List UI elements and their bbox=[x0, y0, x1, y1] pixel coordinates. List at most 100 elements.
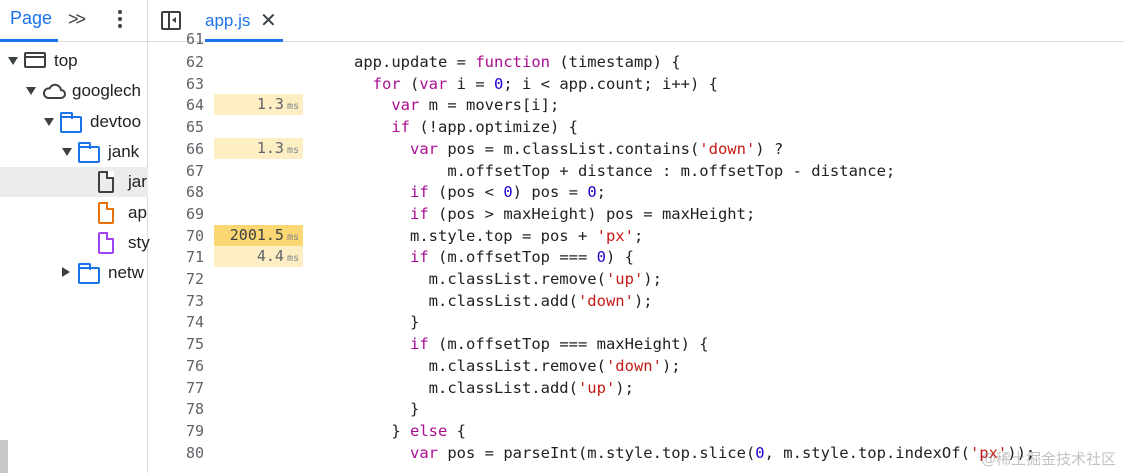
code-token: } bbox=[354, 421, 410, 440]
code-text[interactable]: if (!app.optimize) { bbox=[354, 118, 578, 136]
line-number[interactable]: 80 bbox=[185, 443, 204, 462]
code-token: var bbox=[410, 139, 438, 158]
code-text[interactable]: m.style.top = pos + 'px'; bbox=[354, 227, 643, 245]
tree-item[interactable]: netw bbox=[0, 258, 148, 288]
tab-page[interactable]: Page bbox=[10, 8, 53, 28]
code-text[interactable]: m.classList.remove('down'); bbox=[354, 357, 681, 375]
tree-item[interactable]: devtoo bbox=[0, 107, 148, 137]
line-timing-unit: ms bbox=[286, 101, 299, 113]
code-text[interactable]: m.classList.remove('up'); bbox=[354, 270, 662, 288]
line-number[interactable]: 68 bbox=[185, 183, 204, 202]
document-icon bbox=[98, 171, 114, 193]
line-number[interactable]: 78 bbox=[185, 400, 204, 419]
code-token bbox=[354, 183, 410, 201]
code-text[interactable]: if (m.offsetTop === 0) { bbox=[354, 248, 634, 266]
tree-item[interactable]: googlech bbox=[0, 76, 148, 106]
code-text[interactable]: var m = movers[i]; bbox=[354, 96, 559, 114]
code-token: , m.style.top.indexOf( bbox=[764, 443, 970, 462]
code-token: var bbox=[391, 96, 420, 115]
more-tabs-chevron-icon[interactable]: >> bbox=[68, 9, 86, 29]
code-token: 'up' bbox=[577, 378, 616, 397]
stylesheet-file-icon bbox=[98, 232, 114, 254]
tree-item-label: devtoo bbox=[90, 112, 142, 131]
line-number[interactable]: 73 bbox=[185, 291, 204, 310]
code-token bbox=[354, 444, 410, 462]
code-text[interactable]: app.update = function (timestamp) { bbox=[354, 53, 681, 71]
code-text[interactable]: if (pos < 0) pos = 0; bbox=[354, 183, 606, 201]
code-token: 'up' bbox=[605, 270, 644, 288]
line-number[interactable]: 67 bbox=[185, 161, 204, 180]
close-tab-icon[interactable]: ✕ bbox=[260, 10, 277, 32]
code-area[interactable]: 61 62 app.update = function (timestamp) {… bbox=[148, 30, 1124, 473]
line-number[interactable]: 79 bbox=[185, 421, 204, 440]
watermark: @稀土掘金技术社区 bbox=[980, 450, 1116, 468]
navigator-scrollbar[interactable] bbox=[0, 440, 8, 473]
line-number[interactable]: 69 bbox=[185, 204, 204, 223]
line-number[interactable]: 76 bbox=[185, 356, 204, 375]
code-text[interactable]: var pos = parseInt(m.style.top.slice(0, … bbox=[354, 444, 1035, 462]
line-number[interactable]: 75 bbox=[185, 335, 204, 354]
code-text[interactable]: } bbox=[354, 400, 419, 418]
code-token: else bbox=[410, 421, 448, 440]
code-line: 61 bbox=[148, 28, 1124, 50]
line-number[interactable]: 63 bbox=[185, 74, 204, 93]
expand-arrow-right-icon[interactable] bbox=[62, 267, 70, 277]
file-tab-underline bbox=[205, 39, 283, 42]
line-timing-unit: ms bbox=[286, 144, 299, 156]
navigator-tabbar: Page >> bbox=[0, 0, 147, 42]
line-number[interactable]: 62 bbox=[185, 53, 204, 71]
tree-item[interactable]: jank bbox=[0, 137, 148, 167]
code-line: 74 } bbox=[148, 311, 1124, 333]
code-token: ) { bbox=[606, 248, 634, 267]
code-token: ); bbox=[661, 356, 681, 375]
code-token: m.classList.remove( bbox=[354, 356, 606, 375]
code-token: 0 bbox=[503, 183, 513, 202]
code-token: (timestamp) { bbox=[549, 53, 681, 71]
code-token: m = movers[i]; bbox=[419, 96, 560, 115]
tree-item[interactable]: sty bbox=[0, 228, 150, 258]
code-text[interactable]: } else { bbox=[354, 422, 466, 440]
code-token: 0 bbox=[494, 74, 504, 93]
code-token: ; i < app.count; i++) { bbox=[503, 74, 718, 93]
line-number[interactable]: 70 bbox=[185, 226, 204, 245]
line-number[interactable]: 72 bbox=[185, 270, 204, 288]
line-number[interactable]: 64 bbox=[185, 96, 204, 115]
code-token: } bbox=[354, 313, 420, 332]
editor-tabbar: app.js ✕ bbox=[148, 0, 1124, 42]
code-text[interactable]: m.classList.add('up'); bbox=[354, 379, 634, 397]
code-token bbox=[354, 140, 410, 158]
expand-arrow-down-icon[interactable] bbox=[8, 57, 18, 65]
code-text[interactable]: var pos = m.classList.contains('down') ? bbox=[354, 140, 783, 158]
code-text[interactable]: if (m.offsetTop === maxHeight) { bbox=[354, 335, 709, 353]
code-token: ; bbox=[633, 226, 644, 245]
code-token: m.classList.add( bbox=[354, 291, 578, 310]
code-text[interactable]: m.classList.add('down'); bbox=[354, 292, 653, 310]
line-number[interactable]: 66 bbox=[185, 139, 204, 158]
code-text[interactable]: for (var i = 0; i < app.count; i++) { bbox=[354, 75, 718, 93]
expand-arrow-down-icon[interactable] bbox=[44, 118, 54, 126]
line-number[interactable]: 74 bbox=[185, 313, 204, 332]
line-number[interactable]: 65 bbox=[185, 118, 204, 137]
line-number[interactable]: 71 bbox=[185, 248, 204, 267]
toggle-navigator-icon[interactable] bbox=[161, 11, 181, 30]
code-text[interactable]: if (pos > maxHeight) pos = maxHeight; bbox=[354, 205, 755, 223]
more-options-icon[interactable] bbox=[116, 10, 124, 30]
tree-item[interactable]: jar bbox=[0, 167, 148, 197]
line-timing-unit: ms bbox=[286, 253, 299, 265]
tree-item[interactable]: top bbox=[0, 46, 148, 76]
expand-arrow-down-icon[interactable] bbox=[62, 148, 72, 156]
tab-app-js[interactable]: app.js ✕ bbox=[205, 0, 293, 42]
code-token: ; bbox=[596, 183, 607, 202]
code-token: pos = parseInt(m.style.top.slice( bbox=[438, 443, 756, 462]
expand-arrow-down-icon[interactable] bbox=[26, 87, 36, 95]
code-text[interactable]: } bbox=[354, 313, 419, 331]
code-token: ); bbox=[643, 270, 662, 288]
line-number: 61 bbox=[185, 30, 204, 48]
tree-item[interactable]: ap bbox=[0, 198, 148, 228]
code-text[interactable]: m.offsetTop + distance : m.offsetTop - d… bbox=[354, 162, 895, 180]
line-number[interactable]: 77 bbox=[185, 378, 204, 397]
code-token bbox=[354, 118, 391, 136]
